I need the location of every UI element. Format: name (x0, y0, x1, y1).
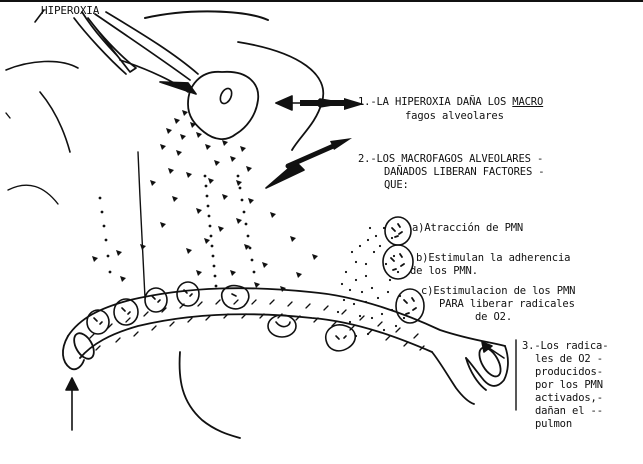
alveolus-outline-left (40, 92, 70, 152)
step2-line3: QUE: (384, 179, 409, 191)
step1-line2: fagos alveolares (405, 110, 504, 122)
factor-c-line3: de O2. (475, 311, 512, 323)
step2-line1: 2.-LOS MACROFAGOS ALVEOLARES - (358, 153, 543, 165)
macrophage-cell (188, 72, 258, 139)
alveolus-outline-top (145, 11, 268, 20)
outline-bottom-curve (180, 352, 240, 438)
step1-line1: 1.-LA HIPEROXIA DAÑA LOS MACRO (358, 96, 543, 108)
outline-left-stroke (8, 185, 58, 204)
vessel-cell-1 (87, 310, 109, 334)
factor-c-line2: PARA liberar radicales (439, 298, 575, 310)
pmn-cell-1 (385, 217, 411, 245)
step2-line2: DAÑADOS LIBERAN FACTORES - (384, 166, 544, 178)
pmn-cluster (337, 227, 405, 337)
released-factors (92, 110, 318, 292)
factor-b-line2: de los PMN. (410, 265, 478, 277)
vessel-cell-6 (268, 315, 296, 337)
step3-line1: 3.-Los radica- (522, 340, 608, 352)
alveolus-outline-leftarc (6, 61, 78, 70)
released-factor-dots (99, 175, 256, 288)
hyperoxia-title: HIPEROXIA (41, 5, 99, 17)
vessel-cell-4 (177, 282, 199, 306)
step3-line2: les de O2 - (535, 353, 603, 365)
step3-line6: dañan el -- (535, 405, 603, 417)
step1-underlined-text: MACRO (512, 96, 543, 108)
outline-tick-left (6, 113, 10, 118)
vessel-cell-3 (145, 288, 167, 312)
factor-a: a)Atracción de PMN (412, 222, 523, 234)
step1-text: 1.-LA HIPEROXIA DAÑA LOS (358, 96, 512, 108)
arrow-2 (266, 138, 352, 188)
step3-line4: por los PMN (535, 379, 603, 391)
macrophage-nucleus (218, 87, 234, 106)
alveolus-outline-right (238, 42, 323, 150)
outline-dividing-line (138, 152, 145, 298)
pmn-cell-2 (383, 245, 413, 279)
factor-b-line1: b)Estimulan la adherencia (416, 252, 570, 264)
flow-arrow-left (66, 378, 78, 430)
step3-line7: pulmon (535, 418, 572, 430)
vessel-cell-7 (326, 325, 356, 351)
factor-c-line1: c)Estimulacion de los PMN (421, 285, 575, 297)
hyperoxia-arrows (74, 12, 198, 94)
step3-line5: activados,- (535, 392, 603, 404)
step3-line3: producidos- (535, 366, 603, 378)
